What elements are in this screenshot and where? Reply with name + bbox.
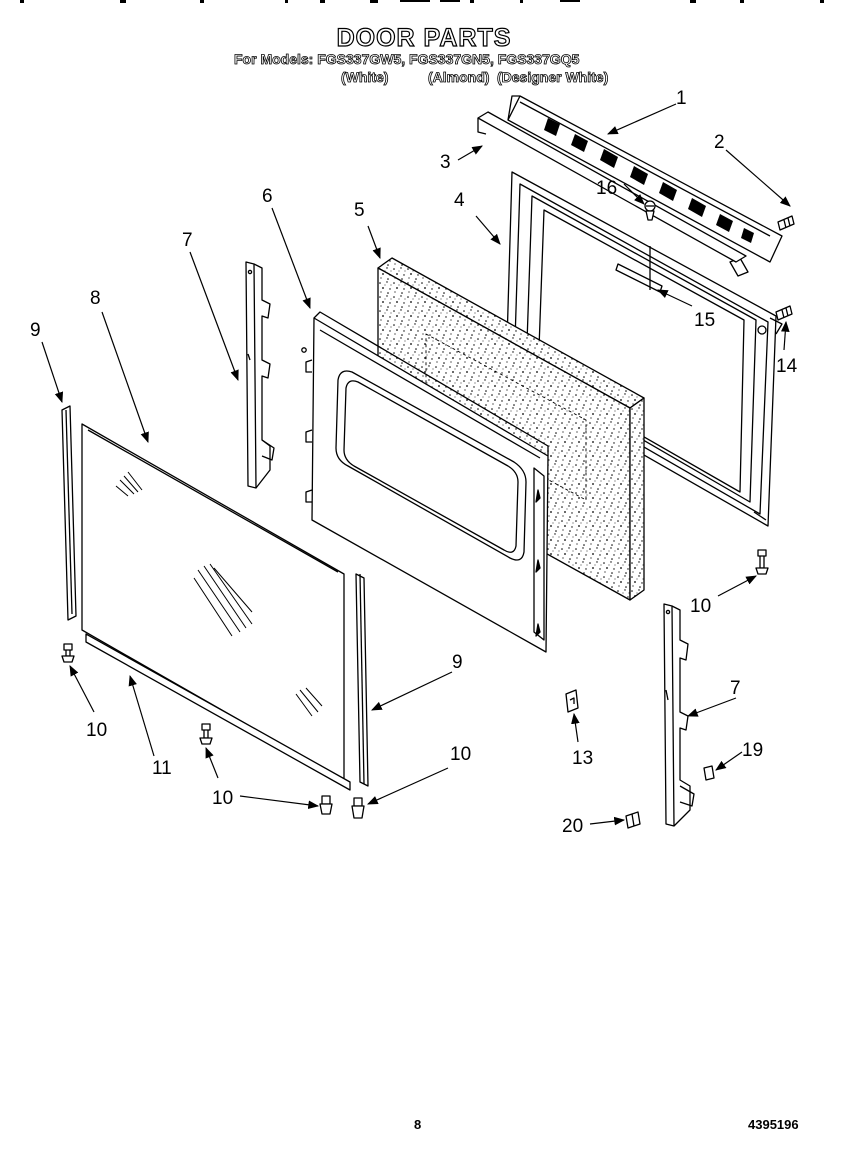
leader-4 — [475, 215, 501, 245]
leader-10-upper-right — [717, 575, 757, 597]
part-9-side-trim-right — [355, 573, 369, 787]
callout-2: 2 — [714, 132, 725, 153]
callout-20: 20 — [562, 816, 583, 837]
part-4-door-frame — [505, 171, 783, 527]
callout-8: 8 — [90, 288, 101, 309]
leader-13 — [571, 712, 580, 743]
callout-9-left: 9 — [30, 320, 41, 341]
callout-4: 4 — [454, 190, 465, 211]
callout-10-bottom-right: 10 — [450, 744, 471, 765]
screw-20 — [625, 811, 641, 829]
screw-14 — [775, 305, 793, 321]
leader-20 — [589, 816, 626, 826]
part-8-outer-glass — [81, 423, 345, 781]
part-11-bottom-trim — [85, 633, 351, 791]
leader-1 — [607, 103, 677, 135]
callout-7-right: 7 — [730, 678, 741, 699]
part-13-clip — [565, 689, 579, 713]
screw-2 — [777, 215, 795, 231]
callout-7-left: 7 — [182, 230, 193, 251]
callout-19: 19 — [742, 740, 763, 761]
callout-14: 14 — [776, 356, 798, 377]
callout-1: 1 — [676, 88, 687, 109]
finish-white-label: (White) — [341, 69, 389, 86]
callout-6: 6 — [262, 186, 273, 207]
page-title: DOOR PARTS — [336, 23, 512, 52]
screw-10-bottom-a — [319, 795, 333, 815]
leader-9-right — [371, 671, 453, 711]
leader-11 — [128, 674, 155, 757]
leader-3 — [457, 145, 483, 161]
callout-10-bottom-left: 10 — [212, 788, 233, 809]
leader-14 — [780, 320, 790, 351]
leader-10-left — [69, 665, 95, 713]
model-list: For Models: FGS337GW5, FGS337GN5, FGS337… — [234, 51, 580, 68]
page-number: 8 — [414, 1117, 422, 1132]
leader-10-center — [205, 746, 219, 779]
leader-2 — [725, 149, 791, 207]
screw-10-upper-right — [755, 549, 769, 575]
callout-10-upper-right: 10 — [690, 596, 711, 617]
callout-10-left: 10 — [86, 720, 107, 741]
part-19-clip — [703, 765, 715, 781]
callout-13: 13 — [572, 748, 593, 769]
leader-10-bottom-a — [239, 795, 320, 810]
leader-5 — [367, 225, 381, 260]
leader-9-left — [41, 341, 64, 404]
callout-9-right: 9 — [452, 652, 463, 673]
leader-6 — [271, 207, 311, 310]
screw-10-left — [61, 643, 75, 663]
callout-16: 16 — [596, 178, 617, 199]
leader-10-bottom-b — [367, 767, 449, 805]
leader-19 — [715, 751, 743, 771]
leader-8 — [101, 311, 149, 444]
callout-15: 15 — [694, 310, 715, 331]
screw-10-bottom-center — [199, 723, 213, 745]
leader-16 — [623, 183, 645, 205]
callout-5: 5 — [354, 200, 365, 221]
document-number: 4395196 — [748, 1117, 799, 1132]
finish-almond-label: (Almond) — [428, 69, 490, 86]
leader-7-right — [686, 697, 737, 717]
part-7-hinge-channel-left — [245, 261, 275, 489]
screw-16 — [644, 200, 656, 221]
callout-3: 3 — [440, 152, 451, 173]
part-6-inner-panel — [301, 311, 549, 653]
part-7-hinge-channel-right — [663, 603, 695, 827]
part-1-vent-trim — [507, 95, 783, 277]
part-9-side-trim-left — [61, 405, 77, 621]
callout-11: 11 — [152, 758, 172, 779]
finish-designer-label: (Designer White) — [497, 69, 609, 86]
leader-7-left — [189, 251, 239, 382]
leader-15 — [657, 289, 693, 307]
screw-10-bottom-b — [351, 797, 365, 819]
top-edge-fragments — [20, 0, 824, 3]
